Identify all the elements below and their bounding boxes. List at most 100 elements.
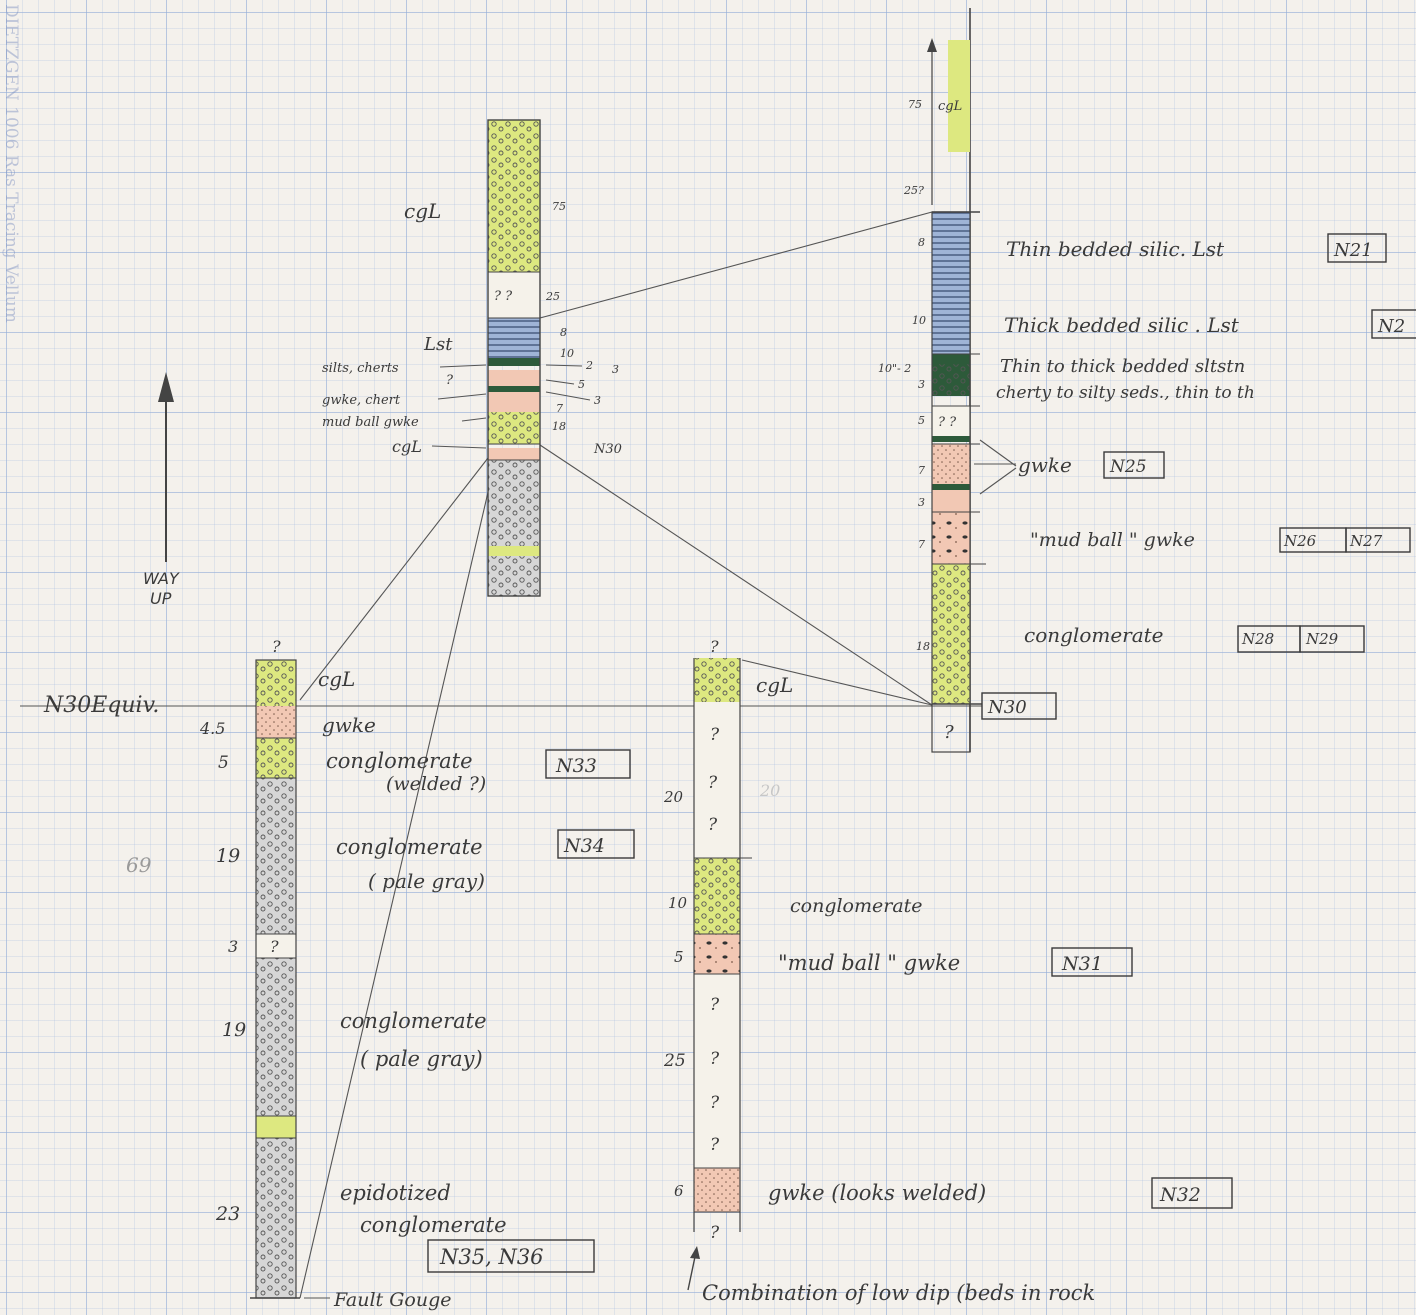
mid-label-cgl-top: cgL (404, 199, 441, 223)
right-sample-n21: N21 (1333, 240, 1373, 261)
right-thickness-75: 75 (908, 98, 922, 111)
right-label-cgl: cgL (938, 99, 962, 114)
center-thickness-20: 20 (663, 788, 684, 806)
center-column: ? cgL ? 20 ? ? 10 conglomerate 5 "mud ba… (663, 637, 1233, 1305)
right-thickness-18: 18 (916, 640, 930, 653)
mid-thickness-3b: 3 (594, 394, 601, 407)
right-thickness-7a: 7 (918, 464, 925, 477)
mid-thickness-3a: 3 (612, 363, 619, 376)
mid-thickness-2: 2 (585, 359, 593, 372)
center-n32-box (1151, 1177, 1233, 1209)
right-q-bottom: ? (944, 722, 954, 743)
left-label-pale2: ( pale gray) (360, 1047, 483, 1071)
center-q6: ? (710, 1093, 720, 1113)
center-q-bottom: ? (710, 1223, 720, 1243)
correlation-lines (20, 211, 982, 1299)
left-label-pale1: ( pale gray) (368, 869, 485, 893)
mid-label-mudball: mud ball gwke (322, 415, 419, 430)
center-label-cgl: cgL (756, 673, 793, 697)
center-thickness-6: 6 (674, 1182, 684, 1200)
left-n34-box (557, 829, 635, 859)
right-n2x-box (1371, 309, 1416, 339)
center-thickness-10: 10 (668, 894, 688, 912)
right-sample-n2x: N2 (1377, 316, 1405, 337)
right-sample-n28: N28 (1241, 630, 1274, 648)
left-n35-box (427, 1239, 595, 1273)
center-label-gwke: gwke (looks welded) (768, 1181, 986, 1205)
left-n33-box (545, 749, 631, 779)
center-q4: ? (710, 995, 720, 1015)
left-label-cgl: cgL (318, 667, 355, 691)
mid-label-n30: N30 (593, 442, 622, 457)
mid-thickness-25: 25 (545, 290, 560, 303)
right-thickness-10-2: 10"- 2 (878, 362, 911, 375)
right-n27-box (1345, 527, 1411, 553)
center-q2: ? (708, 773, 718, 793)
mid-thickness-7: 7 (556, 402, 563, 415)
right-thickness-10: 10 (912, 314, 926, 327)
right-sample-n26: N26 (1283, 532, 1317, 550)
right-desc-gwke: gwke (1018, 453, 1072, 477)
n30-equiv-label: N30Equiv. (43, 693, 159, 718)
center-thickness-5: 5 (674, 948, 684, 966)
right-n21-box (1327, 233, 1387, 263)
center-label-cgl2: conglomerate (790, 895, 923, 917)
margin-watermark: DIETZGEN 1006 Ras Tracing Vellum (1, 4, 21, 323)
left-thickness-5: 5 (218, 753, 229, 773)
right-thickness-8: 8 (918, 236, 925, 249)
mid-thickness-10: 10 (560, 347, 574, 360)
left-sample-n34: N34 (563, 835, 605, 857)
left-label-cgl-welded: conglomerate (326, 749, 473, 773)
mid-thickness-8: 8 (560, 326, 567, 339)
way-up-arrow: WAY UP (143, 372, 180, 608)
right-thickness-3b: 3 (918, 496, 925, 509)
mid-label-silts: silts, cherts (322, 361, 399, 376)
center-q1: ? (710, 725, 720, 745)
center-sample-n32: N32 (1159, 1184, 1201, 1206)
stray-mark: 69 (126, 853, 152, 877)
center-sample-n31: N31 (1061, 953, 1103, 975)
mid-label-gwke-chert: gwke, chert (322, 393, 401, 408)
right-sample-n27: N27 (1349, 532, 1383, 550)
center-thickness-25: 25 (663, 1051, 686, 1071)
left-label-epid2: conglomerate (360, 1213, 507, 1237)
left-thickness-23: 23 (215, 1203, 240, 1225)
right-thickness-25: 25? (903, 184, 924, 197)
left-thickness-45: 4.5 (199, 719, 225, 738)
right-sample-n29: N29 (1305, 630, 1339, 648)
left-label-epid: epidotized (340, 1181, 451, 1205)
right-n29-box (1299, 625, 1365, 653)
left-label-welded: (welded ?) (386, 773, 486, 795)
center-q7: ? (710, 1135, 720, 1155)
middle-column: cgL 75 ? ? 25 Lst 8 10 silts, cherts 2 3… (322, 119, 622, 597)
center-label-mudball: "mud ball " gwke (778, 951, 960, 975)
left-label-fault: Fault Gouge (333, 1289, 451, 1311)
left-sample-n33: N33 (555, 755, 597, 777)
center-bottom-note: Combination of low dip (beds in rock (702, 1281, 1095, 1305)
right-thickness-3a: 3 (918, 378, 925, 391)
right-column: 75 cgL 25? 8 10 10"- 2 3 5 ? ? 7 3 7 (878, 8, 1416, 753)
center-q3: ? (708, 815, 718, 835)
center-q5: ? (710, 1049, 720, 1069)
mid-q-marks: ? ? (494, 289, 513, 304)
left-label-cgl-pale1: conglomerate (336, 835, 483, 859)
stray-mark-2: 20 (759, 781, 780, 800)
left-q-top: ? (272, 637, 281, 656)
way-up-line1: WAY (143, 569, 180, 588)
right-label-n30: N30 (987, 697, 1027, 718)
right-thickness-7b: 7 (918, 538, 925, 551)
left-thickness-3: 3 (228, 937, 238, 956)
mid-thickness-75: 75 (552, 200, 566, 213)
right-desc-thin-lst: Thin bedded silic. Lst (1006, 237, 1225, 261)
left-q-mid: ? (270, 937, 279, 956)
right-q-marks: ? ? (938, 415, 957, 430)
mid-thickness-18: 18 (552, 420, 566, 433)
left-label-cgl-pale2: conglomerate (340, 1009, 487, 1033)
left-thickness-19b: 19 (222, 1019, 246, 1041)
right-desc-cgl: conglomerate (1024, 623, 1164, 647)
mid-label-cgl-low: cgL (392, 437, 422, 456)
left-label-gwke: gwke (322, 713, 376, 737)
left-thickness-19a: 19 (216, 845, 240, 867)
right-desc-thick-lst: Thick bedded silic . Lst (1004, 313, 1240, 337)
